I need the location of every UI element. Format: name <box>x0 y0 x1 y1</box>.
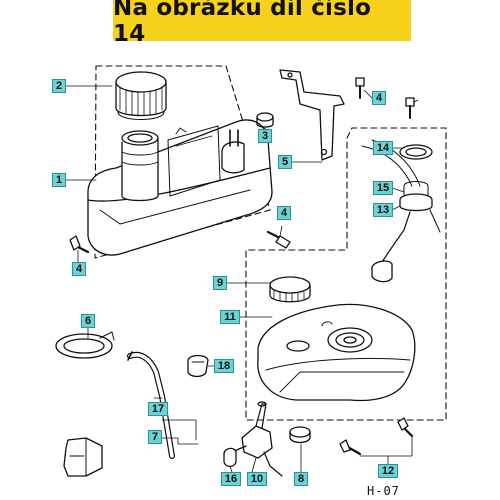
bolt-upper-right <box>355 77 365 99</box>
callout-13: 13 <box>373 203 393 217</box>
fuel-sender-unit <box>361 139 441 283</box>
bolt-lower-right <box>397 417 414 438</box>
grommet <box>256 112 274 128</box>
callout-16: 16 <box>221 472 241 486</box>
callout-10: 10 <box>247 472 267 486</box>
sealing-washer <box>289 426 311 444</box>
tank-cap <box>115 71 167 120</box>
lower-fuel-tank <box>257 303 416 402</box>
callout-3: 3 <box>258 129 272 143</box>
rubber-grommet <box>187 354 209 378</box>
callout-14: 14 <box>373 141 393 155</box>
hose-clip <box>223 447 237 468</box>
banner-text: Na obrázku díl číslo 14 <box>113 0 372 47</box>
callout-15: 15 <box>373 181 393 195</box>
filler-neck <box>121 130 159 202</box>
callout-1: 1 <box>52 173 66 187</box>
callout-4-tank-right: 4 <box>277 206 291 220</box>
callout-4-upper-right: 4 <box>372 91 386 105</box>
callout-9: 9 <box>213 276 227 290</box>
callout-12: 12 <box>378 464 398 478</box>
bolt-tank-left <box>69 235 90 254</box>
leader-lines <box>65 85 419 473</box>
callout-4-tank-left: 4 <box>72 262 86 276</box>
fuel-hose <box>127 351 175 459</box>
bolt-lower-left <box>339 439 362 456</box>
callout-18: 18 <box>214 359 234 373</box>
callout-5: 5 <box>278 155 292 169</box>
callout-8: 8 <box>294 472 308 486</box>
tank-bracket <box>279 69 345 161</box>
callout-6: 6 <box>81 314 95 328</box>
bolt-mid-right <box>405 97 415 119</box>
upper-fuel-tank <box>87 119 273 256</box>
lower-group-outline <box>245 127 447 421</box>
mounting-block <box>63 437 103 477</box>
callout-7: 7 <box>148 430 162 444</box>
diagram-page-code: H-07 <box>367 484 400 498</box>
title-banner: Na obrázku díl číslo 14 <box>113 0 411 47</box>
lower-tank-cap <box>269 276 311 303</box>
callout-2: 2 <box>52 79 66 93</box>
callout-17: 17 <box>148 402 168 416</box>
hose-clamp <box>55 331 115 359</box>
bolt-tank-right <box>266 230 291 249</box>
fuel-valve <box>225 401 283 477</box>
callout-11: 11 <box>220 310 240 324</box>
